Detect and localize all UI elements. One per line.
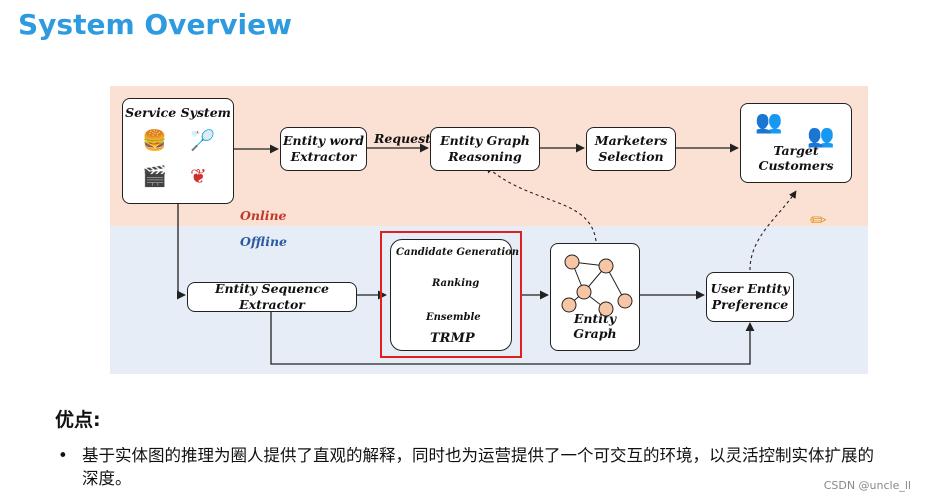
target-customers-box: Target Customers	[740, 103, 852, 183]
watermark: CSDN @uncle_ll	[823, 479, 911, 492]
online-label: Online	[240, 208, 287, 223]
entity-word-extractor-box: Entity word Extractor	[280, 127, 367, 171]
arrow-service-to-sequence	[176, 204, 186, 300]
entity-graph-reasoning-box: Entity Graph Reasoning	[430, 127, 540, 171]
candidate-generation-label: Candidate Generation	[396, 247, 520, 258]
user-entity-preference-box: User Entity Preference	[706, 272, 794, 322]
pros-heading: 优点:	[55, 409, 101, 431]
graph-node	[561, 297, 577, 313]
service-system-box: Service System	[122, 98, 234, 204]
graph-node	[564, 254, 580, 270]
entity-word-extractor-label: Entity word Extractor	[283, 133, 364, 164]
ranking-label: Ranking	[432, 278, 480, 289]
ensemble-label: Ensemble	[426, 312, 481, 323]
dashed-preference-to-target	[749, 190, 797, 271]
target-customers-label: Target Customers	[758, 142, 834, 174]
request-label: Request	[374, 131, 431, 146]
food-icon: 🍔	[142, 128, 167, 152]
page-title: System Overview	[18, 8, 292, 41]
system-overview-diagram: Service System 🍔 🏸 🎬 ❦ Entity word Extra…	[110, 86, 868, 374]
pros-bullet-text: 基于实体图的推理为圈人提供了直观的解释，同时也为运营提供了一个可交互的环境，以灵…	[82, 446, 874, 488]
marketers-selection-label: Marketers Selection	[594, 133, 668, 164]
marketers-selection-box: Marketers Selection	[586, 127, 676, 171]
pros-bullet: • 基于实体图的推理为圈人提供了直观的解释，同时也为运营提供了一个可交互的环境，…	[58, 444, 890, 490]
tennis-player-icon: 🏸	[190, 128, 215, 152]
pencil-icon: ✏	[810, 208, 827, 232]
graph-node	[598, 258, 614, 274]
graph-node	[576, 284, 592, 300]
mickey-icon: ❦	[190, 164, 207, 188]
graph-node	[617, 293, 633, 309]
entity-graph-nodes	[561, 254, 633, 317]
trmp-highlight-frame	[380, 231, 522, 358]
trmp-label: TRMP	[430, 331, 475, 346]
bullet-dot: •	[58, 446, 68, 465]
clapperboard-icon: 🎬	[142, 164, 167, 188]
dashed-graph-to-reasoning	[485, 165, 597, 242]
trmp-box	[390, 239, 512, 351]
people-filled-icon: 👥	[807, 124, 835, 149]
arrow-sequence-to-preference	[270, 312, 755, 365]
entity-sequence-extractor-label: Entity Sequence Extractor	[215, 281, 329, 312]
people-outline-icon: 👥	[755, 110, 783, 135]
offline-label: Offline	[240, 234, 288, 249]
user-entity-preference-label: User Entity Preference	[710, 281, 790, 312]
service-system-label: Service System	[125, 105, 231, 120]
entity-sequence-extractor-box: Entity Sequence Extractor	[187, 281, 357, 312]
graph-node	[598, 301, 614, 317]
entity-graph-reasoning-label: Entity Graph Reasoning	[440, 133, 530, 164]
